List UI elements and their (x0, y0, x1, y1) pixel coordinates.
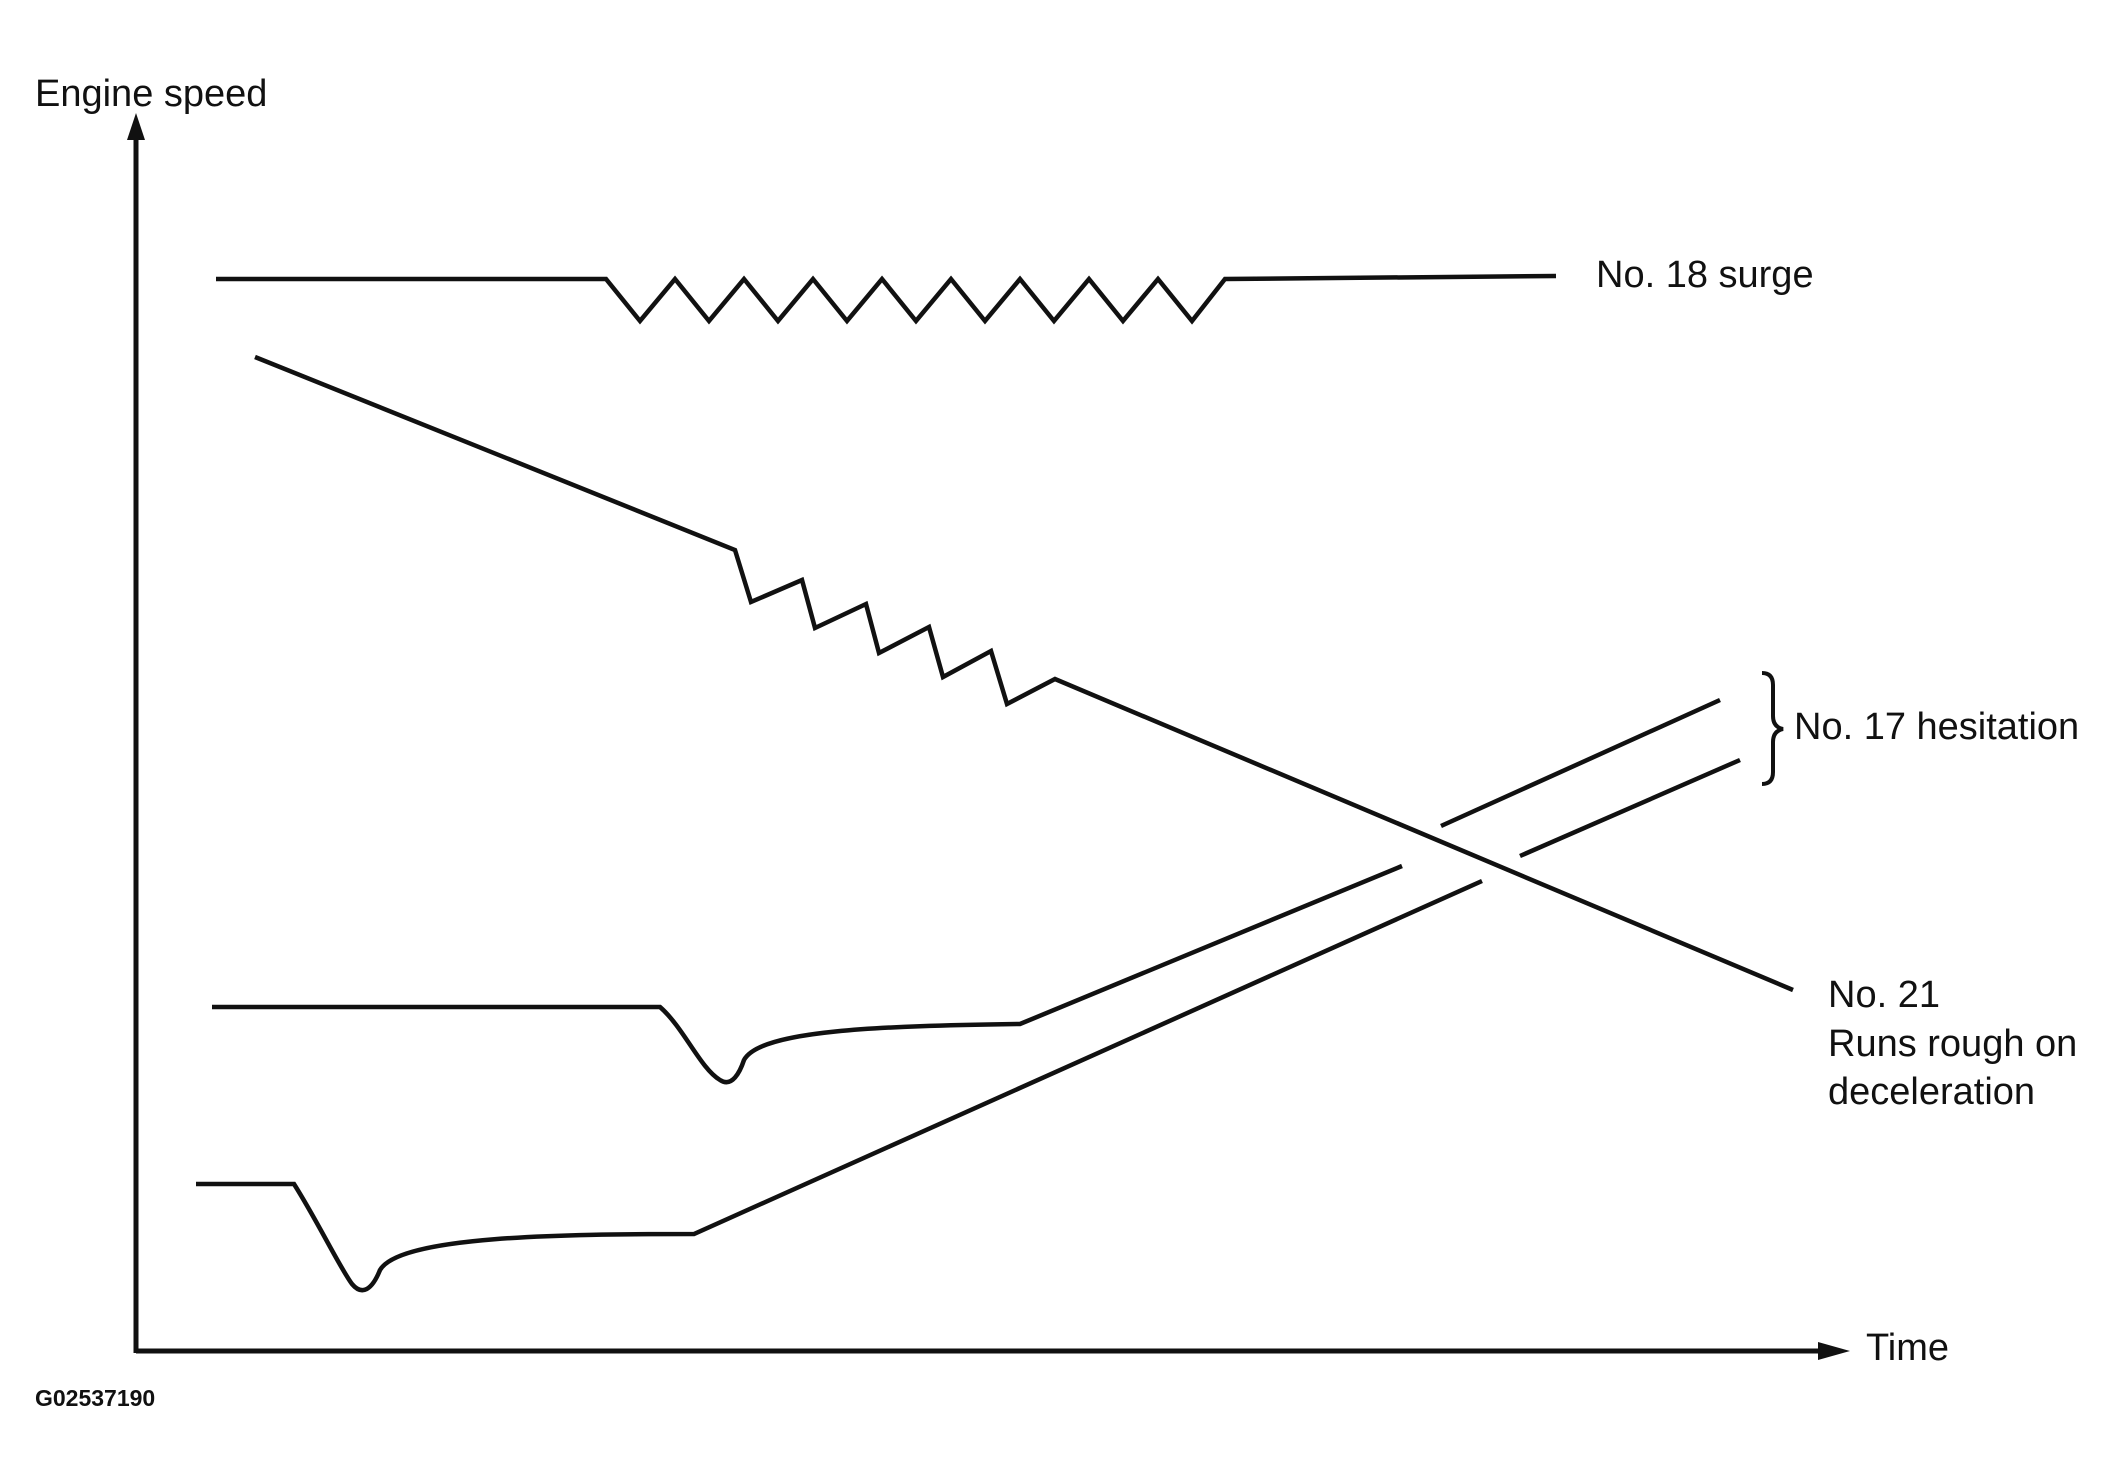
x-axis-arrowhead (1818, 1342, 1850, 1360)
hesitation-curve-upper (212, 863, 1403, 1085)
rough-decel-label-line-2: Runs rough on (1828, 1023, 2077, 1065)
rough-decel-curve-group: No. 21 Runs rough on deceleration (254, 354, 2077, 1113)
hesitation-curve-lower-segment (1519, 757, 1741, 859)
x-axis-label: Time (1866, 1327, 1949, 1369)
rough-decel-label-line-1: No. 21 (1828, 974, 1940, 1016)
surge-curve-group: No. 18 surge (216, 254, 1814, 325)
surge-label: No. 18 surge (1596, 254, 1814, 296)
rough-decel-curve (254, 354, 1794, 993)
hesitation-brace (1761, 671, 1784, 786)
hesitation-curve-upper-segment (1440, 697, 1721, 829)
y-axis-arrowhead (127, 113, 145, 140)
surge-curve (216, 273, 1557, 325)
hesitation-curve-group: No. 17 hesitation (196, 671, 2079, 1293)
y-axis-label: Engine speed (35, 73, 267, 115)
rough-decel-label-line-3: deceleration (1828, 1071, 2035, 1113)
hesitation-label: No. 17 hesitation (1794, 706, 2079, 748)
figure-id: G02537190 (35, 1385, 155, 1411)
hesitation-curve-lower (196, 878, 1483, 1293)
axes: Engine speed Time (35, 73, 1949, 1369)
